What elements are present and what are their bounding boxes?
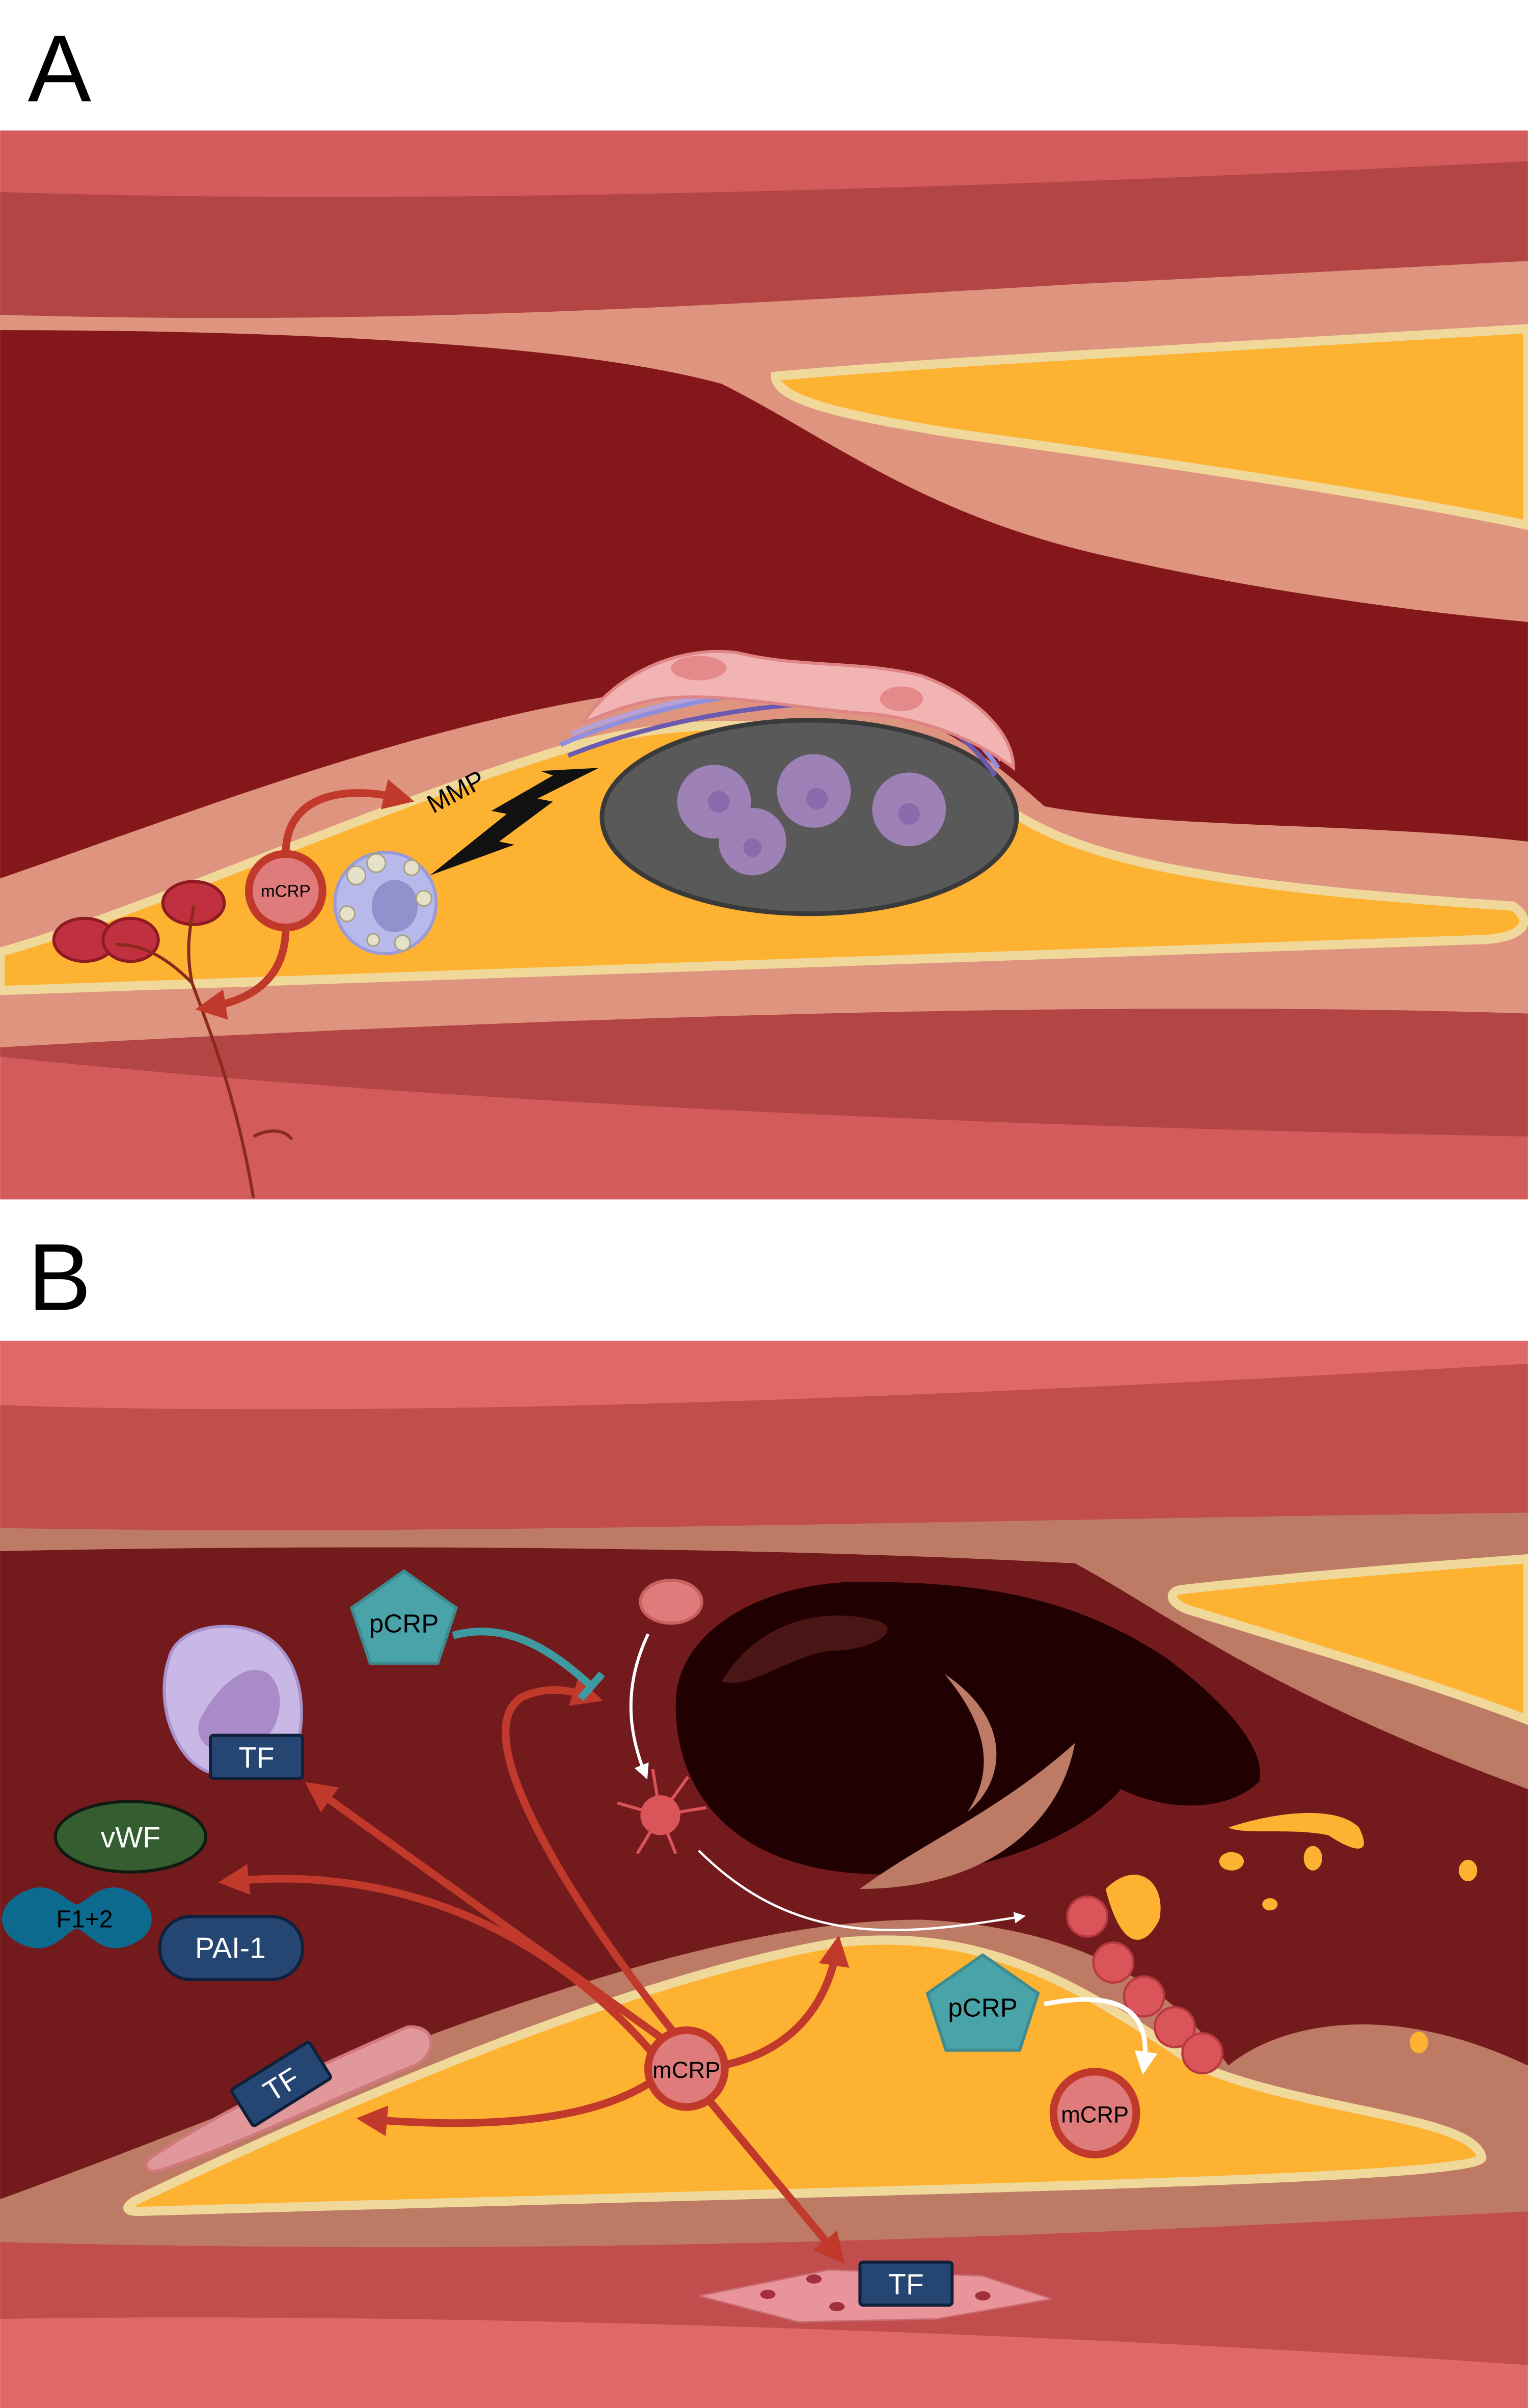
lightning-bolt-icon xyxy=(430,768,599,876)
arrow-pcrp-dissociation xyxy=(1044,1997,1158,2075)
pai-1: PAI-1 xyxy=(158,1915,305,1981)
lumen-a xyxy=(0,330,1528,879)
thrombus xyxy=(675,1582,1261,1889)
pai-1-label: PAI-1 xyxy=(195,1932,266,1965)
foam-cell xyxy=(333,851,438,956)
arrow-platelet-activation xyxy=(629,1633,650,1780)
tf-monocyte: TF xyxy=(209,1734,305,1780)
arrow-to-endothelium xyxy=(356,2077,655,2136)
tf-smooth-muscle: TF xyxy=(858,2260,954,2307)
tf-monocyte-label: TF xyxy=(239,1742,275,1774)
red-blood-cells xyxy=(52,880,226,963)
arrow-mcrp-to-mmp xyxy=(282,779,415,854)
platelet-aggregate xyxy=(1066,1895,1224,2075)
pcrp-right: pCRP xyxy=(925,1953,1040,2052)
mcrp-center: mCRP xyxy=(644,2026,729,2111)
necrotic-core xyxy=(599,718,1019,916)
activated-platelet xyxy=(617,1769,707,1855)
upper-plaque-a xyxy=(771,324,1528,530)
tf-smooth-muscle-label: TF xyxy=(888,2268,924,2301)
mcrp-effect-arrows xyxy=(218,1676,850,2264)
vwf: vWF xyxy=(53,1800,208,1874)
arrow-to-platelet xyxy=(502,1676,679,2038)
mcrp-right-label: mCRP xyxy=(1061,2101,1129,2127)
f1-2: F1+2 xyxy=(2,1887,152,1949)
lipid-droplets xyxy=(1105,1812,1478,2053)
inhibition-bar xyxy=(578,1671,605,1701)
tf-endothelial: TF xyxy=(230,2041,332,2127)
mcrp-label-a: mCRP xyxy=(261,882,311,901)
panel-b-label: B xyxy=(28,1224,91,1331)
mcrp-right: mCRP xyxy=(1049,2068,1140,2159)
inhibition-line xyxy=(452,1628,594,1689)
arrow-mcrp-to-vessels xyxy=(195,927,290,1020)
smooth-muscle-cells xyxy=(581,650,1015,771)
arrow-platelet-to-aggregate xyxy=(698,1850,1026,1932)
panel-a-label: A xyxy=(28,15,91,122)
panel-b-artery xyxy=(0,1340,1528,2408)
vwf-label: vWF xyxy=(101,1822,161,1854)
upper-plaque-b xyxy=(1167,1554,1528,1725)
arrow-to-plaque xyxy=(721,1935,850,2070)
mcrp-center-label: mCRP xyxy=(652,2057,720,2083)
pcrp-right-label: pCRP xyxy=(948,1993,1018,2022)
mcrp-molecule-a: mCRP xyxy=(245,850,326,932)
f1-2-label: F1+2 xyxy=(56,1905,113,1933)
pcrp-top-label: pCRP xyxy=(369,1609,439,1638)
resting-platelet xyxy=(639,1579,703,1625)
arrow-to-monocyte-tf xyxy=(305,1782,666,2043)
arrow-to-coagulation-factors xyxy=(218,1864,656,2056)
arrow-to-smooth-muscle-tf xyxy=(706,2098,845,2264)
pcrp-top: pCRP xyxy=(349,1569,458,1665)
